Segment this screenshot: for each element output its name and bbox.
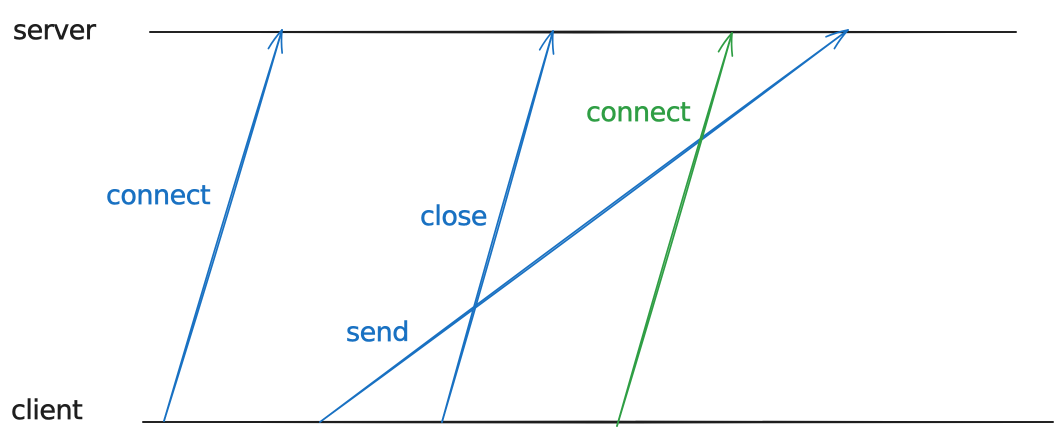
message-label-connect-1: connect <box>106 180 211 211</box>
message-arrow-connect-0 <box>163 29 283 422</box>
message-arrow-close-2 <box>441 30 554 423</box>
message-arrow-connect-0-barb <box>267 29 283 50</box>
message-arrow-send-1 <box>319 29 849 423</box>
message-arrow-connect-3-barb <box>717 32 733 53</box>
message-arrow-connect-0 <box>163 29 283 422</box>
message-arrow-connect-0-barb <box>280 29 284 54</box>
message-arrow-send-1-barb <box>833 29 849 50</box>
lifeline-label-client: client <box>11 395 83 426</box>
message-arrow-close-2-barb <box>551 30 555 55</box>
message-label-close: close <box>420 201 488 232</box>
message-arrow-close-2 <box>441 30 554 423</box>
message-arrow-connect-3 <box>616 32 733 427</box>
message-arrow-connect-3 <box>616 32 733 427</box>
message-label-connect-2: connect <box>586 97 691 128</box>
lifeline-label-server: server <box>13 15 96 46</box>
message-arrow-send-1-barb <box>825 29 849 38</box>
message-label-send: send <box>346 317 410 348</box>
message-arrow-close-2-barb <box>538 30 554 51</box>
message-arrow-send-1 <box>319 29 849 423</box>
message-arrow-connect-3-barb <box>730 32 734 57</box>
